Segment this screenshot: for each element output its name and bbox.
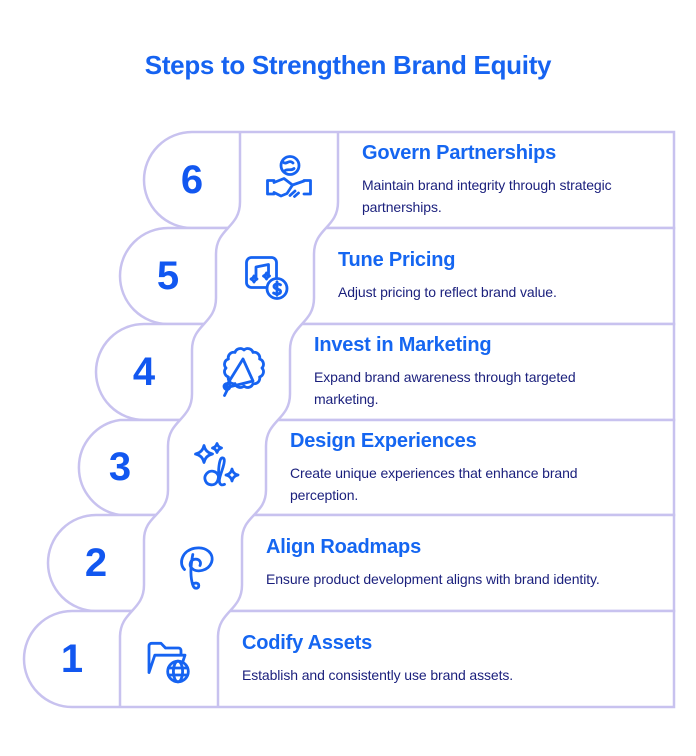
step-number-bubble: 2 — [84, 541, 108, 585]
step-title: Codify Assets — [242, 632, 373, 654]
megaphone-badge-icon — [213, 344, 269, 400]
step-panel: Align Roadmaps Ensure product developmen… — [266, 515, 662, 611]
step-title: Tune Pricing — [338, 249, 456, 271]
step-description: Adjust pricing to reflect brand value. — [338, 284, 557, 300]
music-note-dollar-icon — [237, 248, 293, 304]
handshake-globe-icon — [261, 152, 317, 208]
page-title: Steps to Strengthen Brand Equity — [144, 50, 552, 80]
step-number-bubble: 4 — [132, 350, 156, 394]
folder-globe-icon — [141, 631, 197, 687]
step-panel: Invest in Marketing Expand brand awarene… — [314, 324, 662, 420]
sparkle-design-icon — [189, 439, 245, 495]
step-title: Govern Partnerships — [362, 142, 557, 164]
letter-p-roadmap-icon — [165, 535, 221, 591]
step-number-bubble: 3 — [108, 445, 132, 489]
step-panel: Govern Partnerships Maintain brand integ… — [362, 132, 662, 228]
step-description: Establish and consistently use brand ass… — [242, 667, 514, 683]
step-number-bubble: 5 — [156, 254, 180, 298]
step-description: Maintain brand integrity through strateg… — [362, 177, 612, 215]
step-description: Expand brand awareness through targeted … — [314, 369, 576, 407]
step-description: Ensure product development aligns with b… — [266, 571, 600, 587]
step-panel: Codify Assets Establish and consistently… — [242, 611, 662, 707]
step-title: Invest in Marketing — [314, 334, 492, 356]
step-number-bubble: 6 — [180, 158, 204, 202]
step-panel: Design Experiences Create unique experie… — [290, 420, 662, 516]
step-panel: Tune Pricing Adjust pricing to reflect b… — [338, 228, 662, 324]
step-description: Create unique experiences that enhance b… — [290, 465, 578, 503]
step-title: Align Roadmaps — [266, 536, 421, 558]
step-number-bubble: 1 — [60, 637, 84, 681]
step-title: Design Experiences — [290, 430, 477, 452]
